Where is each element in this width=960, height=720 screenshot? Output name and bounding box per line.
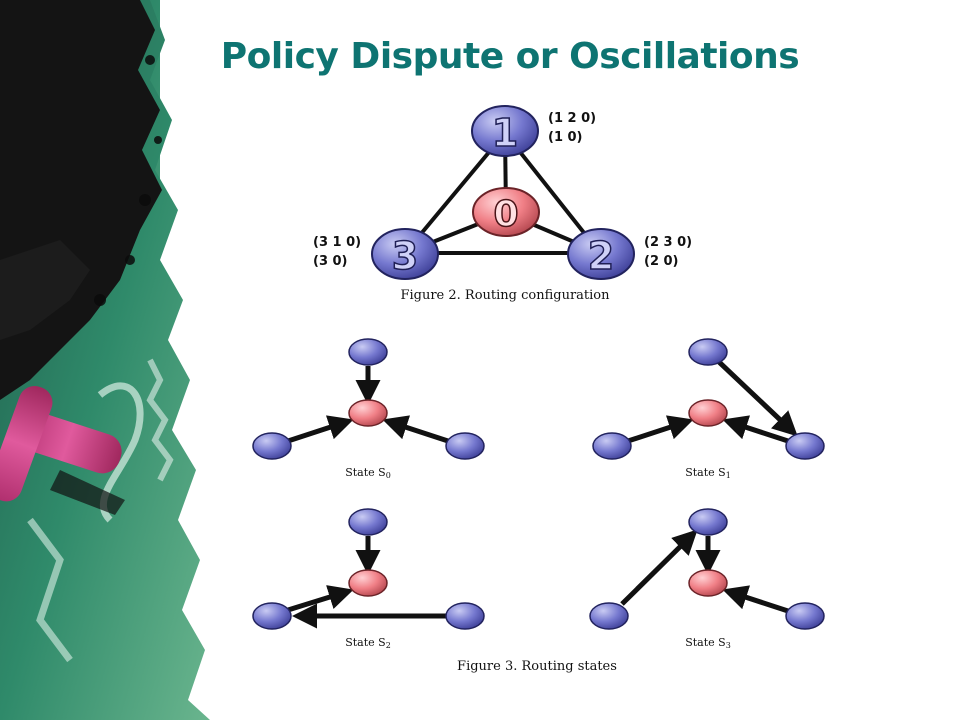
s1-arrow-top-to-right [716, 359, 798, 437]
figure-3-caption: Figure 3. Routing states [457, 659, 617, 674]
s2-node-center [348, 569, 388, 597]
node-3-label: 3 [392, 234, 418, 278]
s0-node-left [252, 432, 292, 460]
s3-node-top [688, 508, 728, 536]
s3-node-center [688, 569, 728, 597]
s0-label: State S0 [345, 466, 391, 480]
state-s1: State S1 [592, 338, 825, 480]
s3-node-right [785, 602, 825, 630]
s1-node-top [688, 338, 728, 366]
s1-label: State S1 [685, 466, 731, 480]
s1-arrow-left [627, 415, 694, 444]
s2-node-left [252, 602, 292, 630]
s0-arrow-left [287, 415, 354, 444]
node-0: 0 [472, 187, 540, 237]
s1-node-left [592, 432, 632, 460]
s3-arrow-left-to-top [620, 529, 698, 606]
node-1: 1 [471, 105, 539, 157]
s2-label: State S2 [345, 636, 391, 650]
s1-node-right [785, 432, 825, 460]
s2-arrow-left [287, 585, 354, 613]
figure-2: 1 0 3 2 (1 2 0) (1 0) (3 1 0) (3 0) (2 3… [313, 105, 692, 303]
s3-node-left [589, 602, 629, 630]
node-3-path-a: (3 1 0) [313, 235, 361, 250]
s1-node-center [688, 399, 728, 427]
state-s2: State S2 [252, 508, 485, 650]
s3-label: State S3 [685, 636, 731, 650]
s0-node-center [348, 399, 388, 427]
node-3-path-b: (3 0) [313, 254, 348, 269]
node-3: 3 [371, 228, 439, 280]
state-s0: State S0 [252, 338, 485, 480]
state-s3: State S3 [589, 508, 825, 650]
s0-arrow-right [382, 415, 449, 444]
s3-arrow-right [722, 585, 789, 614]
slide-title: Policy Dispute or Oscillations [220, 36, 800, 77]
s0-node-right [445, 432, 485, 460]
node-2-label: 2 [588, 234, 614, 278]
s0-node-top [348, 338, 388, 366]
s2-node-top [348, 508, 388, 536]
figure-3: State S0 State S1 State S2 [252, 338, 825, 674]
node-2: 2 [567, 228, 635, 280]
figure-2-caption: Figure 2. Routing configuration [400, 288, 610, 303]
node-2-path-b: (2 0) [644, 254, 679, 269]
node-2-path-a: (2 3 0) [644, 235, 692, 250]
s2-node-right [445, 602, 485, 630]
node-1-path-a: (1 2 0) [548, 111, 596, 126]
node-1-label: 1 [492, 111, 518, 155]
s1-arrow-right [722, 415, 789, 444]
node-1-path-b: (1 0) [548, 130, 583, 145]
node-0-label: 0 [493, 194, 518, 235]
chalkboard-brush-art [0, 0, 210, 720]
